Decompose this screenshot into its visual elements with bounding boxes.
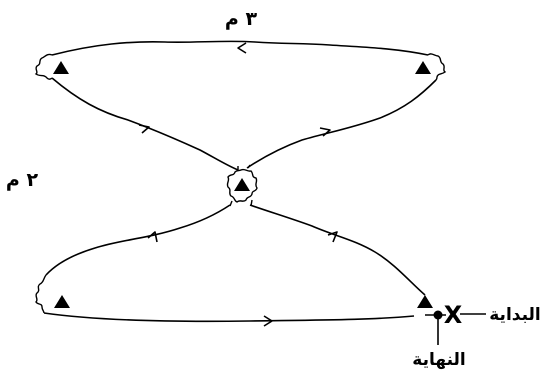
cone-top-left-outline [34, 53, 53, 80]
arrow-lower-left [147, 231, 158, 243]
cone-center-stem [229, 164, 253, 207]
arrow-upper-left-return [138, 124, 150, 134]
start-label: البداية [489, 305, 541, 325]
cone-center-icon [234, 178, 250, 191]
end-point-dot [433, 310, 443, 320]
upper-loop-path [51, 40, 437, 171]
cone-bottom-right-icon [417, 295, 433, 308]
start-end-marker [425, 310, 486, 345]
direction-arrows [138, 42, 338, 327]
cone-bottom-left-icon [54, 295, 70, 308]
side-gap-label: ٢ م [6, 169, 39, 191]
cone-top-right-icon [415, 61, 431, 74]
end-label: النهاية [412, 350, 465, 370]
upper-left-return-segment [51, 77, 239, 171]
upper-right-return-segment [246, 79, 437, 169]
upper-top-segment [51, 40, 429, 56]
cone-center-outline [226, 168, 258, 203]
lower-loop-path [43, 204, 426, 323]
start-marker-x: X [444, 301, 463, 329]
cone-top-right-outline [427, 53, 447, 81]
lower-right-segment [249, 204, 426, 296]
top-width-label: ٣ م [225, 8, 258, 30]
cone-top-left-icon [53, 61, 69, 74]
arrow-lower-right [327, 231, 338, 243]
arrow-upper-right-return [319, 127, 331, 137]
lower-left-top-segment [45, 204, 231, 276]
lower-bottom-segment [43, 312, 415, 323]
arrow-top-left [237, 42, 247, 54]
arrow-lower-bottom [263, 315, 273, 327]
cone-bottom-left-outline [35, 274, 47, 314]
